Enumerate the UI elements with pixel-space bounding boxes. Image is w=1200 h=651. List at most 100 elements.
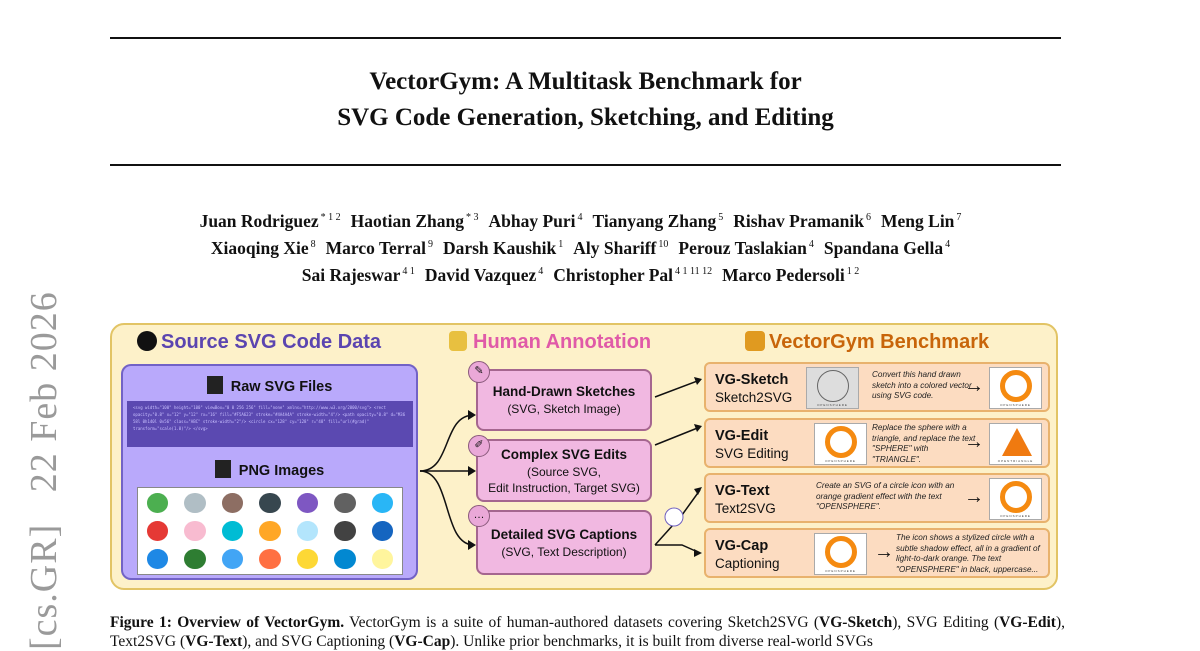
svg-thumbnail: OPENTRIANGLE bbox=[989, 423, 1042, 465]
author-affiliation: * 3 bbox=[465, 212, 479, 223]
raw-svg-label: Raw SVG Files bbox=[123, 376, 416, 395]
logo-text: OPENSPHERE bbox=[1000, 403, 1031, 407]
author-name: Spandana Gella bbox=[823, 238, 944, 258]
github-icon bbox=[137, 331, 157, 351]
png-thumbnail-icon bbox=[259, 493, 281, 513]
png-image-grid bbox=[137, 487, 403, 575]
circle-logo-icon bbox=[825, 536, 857, 568]
author-name: Sai Rajeswar bbox=[301, 265, 401, 285]
png-images-label: PNG Images bbox=[123, 460, 416, 479]
svg-thumbnail: OPENSPHERE bbox=[989, 478, 1042, 520]
source-data-panel: Raw SVG Files <svg width="100" height="1… bbox=[121, 364, 418, 580]
author-affiliation: 6 bbox=[866, 212, 871, 223]
task-name: VG-Sketch bbox=[715, 372, 789, 388]
png-thumbnail-icon bbox=[221, 493, 244, 513]
author-name: Abhay Puri bbox=[488, 211, 576, 231]
logo-text: OPENSPHERE bbox=[1000, 514, 1031, 518]
svg-code-snippet: <svg width="100" height="100" viewBox="0… bbox=[127, 401, 413, 447]
author-name: Marco Pedersoli bbox=[722, 265, 845, 285]
task-name: VG-Text bbox=[715, 483, 770, 499]
task-name: VG-Cap bbox=[715, 538, 769, 554]
task-type: Sketch2SVG bbox=[715, 390, 793, 405]
author-name: Haotian Zhang bbox=[350, 211, 464, 231]
png-thumbnail-icon bbox=[147, 521, 169, 541]
author-affiliation: 1 bbox=[558, 239, 564, 250]
annotation-header: Human Annotation bbox=[449, 331, 651, 354]
svg-file-icon bbox=[206, 376, 223, 394]
png-thumbnail-icon bbox=[296, 549, 319, 569]
logo-text: OPENTRIANGLE bbox=[997, 459, 1034, 463]
author-name: Juan Rodriguez bbox=[199, 211, 319, 231]
title-bottom-rule bbox=[110, 164, 1061, 166]
arrow-icon: → bbox=[964, 486, 984, 508]
svg-thumbnail: OPENSPHERE bbox=[814, 423, 867, 465]
complex-svg-edits-box: Complex SVG Edits(Source SVG,Edit Instru… bbox=[476, 439, 652, 502]
circle-logo-icon bbox=[817, 370, 849, 402]
annotation-to-benchmark-arrows bbox=[654, 377, 702, 557]
task-prompt: Replace the sphere with a triangle, and … bbox=[872, 423, 976, 464]
author-affiliation: 5 bbox=[718, 212, 724, 223]
author-name: Aly Shariff bbox=[573, 238, 657, 258]
svg-thumbnail: OPENSPHERE bbox=[814, 533, 867, 575]
top-rule bbox=[110, 37, 1061, 39]
png-thumbnail-icon bbox=[334, 521, 356, 541]
author-affiliation: 4 1 bbox=[402, 266, 415, 277]
png-thumbnail-icon bbox=[296, 521, 319, 541]
pen-icon: ✎ bbox=[468, 361, 490, 383]
arrow-icon: → bbox=[874, 541, 894, 563]
triangle-logo-icon bbox=[1002, 428, 1032, 456]
png-file-icon bbox=[214, 460, 231, 478]
png-thumbnail-icon bbox=[334, 493, 356, 513]
task-type: Text2SVG bbox=[715, 501, 776, 516]
png-thumbnail-icon bbox=[221, 521, 244, 541]
svg-thumbnail: OPENSPHERE bbox=[989, 367, 1042, 409]
logo-text: OPENSPHERE bbox=[825, 459, 856, 463]
annotator-icon bbox=[449, 331, 467, 351]
png-thumbnail-icon bbox=[184, 493, 206, 513]
author-name: Christopher Pal bbox=[553, 265, 673, 285]
figure-caption: Figure 1: Overview of VectorGym. VectorG… bbox=[110, 614, 1065, 650]
task-name: VG-Edit bbox=[715, 428, 769, 444]
png-thumbnail-icon bbox=[147, 493, 169, 513]
arrow-icon: → bbox=[964, 431, 984, 453]
hand-drawn-sketches-box: Hand-Drawn Sketches(SVG, Sketch Image) bbox=[476, 369, 652, 431]
png-thumbnail-icon bbox=[371, 549, 393, 569]
author-name: Rishav Pramanik bbox=[733, 211, 864, 231]
task-prompt: Convert this hand drawn sketch into a co… bbox=[872, 370, 972, 400]
png-thumbnail-icon bbox=[221, 549, 244, 569]
benchmark-header: VectorGym Benchmark bbox=[745, 331, 989, 354]
author-affiliation: 4 bbox=[945, 239, 951, 250]
logo-text: OPENSPHERE bbox=[825, 569, 856, 573]
author-name: Perouz Taslakian bbox=[678, 238, 807, 258]
paper-title-line2: SVG Code Generation, Sketching, and Edit… bbox=[337, 104, 834, 131]
png-thumbnail-icon bbox=[147, 549, 169, 569]
circle-logo-icon bbox=[1000, 370, 1032, 402]
png-thumbnail-icon bbox=[371, 521, 393, 541]
figure-1: Source SVG Code Data Human Annotation Ve… bbox=[110, 323, 1058, 590]
author-affiliation: 4 1 11 12 bbox=[675, 266, 713, 277]
author-name: Tianyang Zhang bbox=[592, 211, 717, 231]
author-affiliation: 4 bbox=[808, 239, 814, 250]
author-affiliation: 4 bbox=[577, 212, 583, 223]
circle-logo-icon bbox=[1000, 481, 1032, 513]
source-header: Source SVG Code Data bbox=[137, 331, 381, 354]
author-affiliation: 7 bbox=[956, 212, 962, 223]
task-prompt: Create an SVG of a circle icon with an o… bbox=[816, 481, 955, 511]
author-affiliation: 8 bbox=[310, 239, 316, 250]
task-prompt: The icon shows a stylized circle with a … bbox=[896, 533, 1040, 574]
png-thumbnail-icon bbox=[334, 549, 356, 569]
task-type: Captioning bbox=[715, 556, 780, 571]
author-name: Marco Terral bbox=[325, 238, 426, 258]
circle-logo-icon bbox=[825, 426, 857, 458]
arrow-icon: → bbox=[964, 375, 984, 397]
png-thumbnail-icon bbox=[296, 493, 319, 513]
